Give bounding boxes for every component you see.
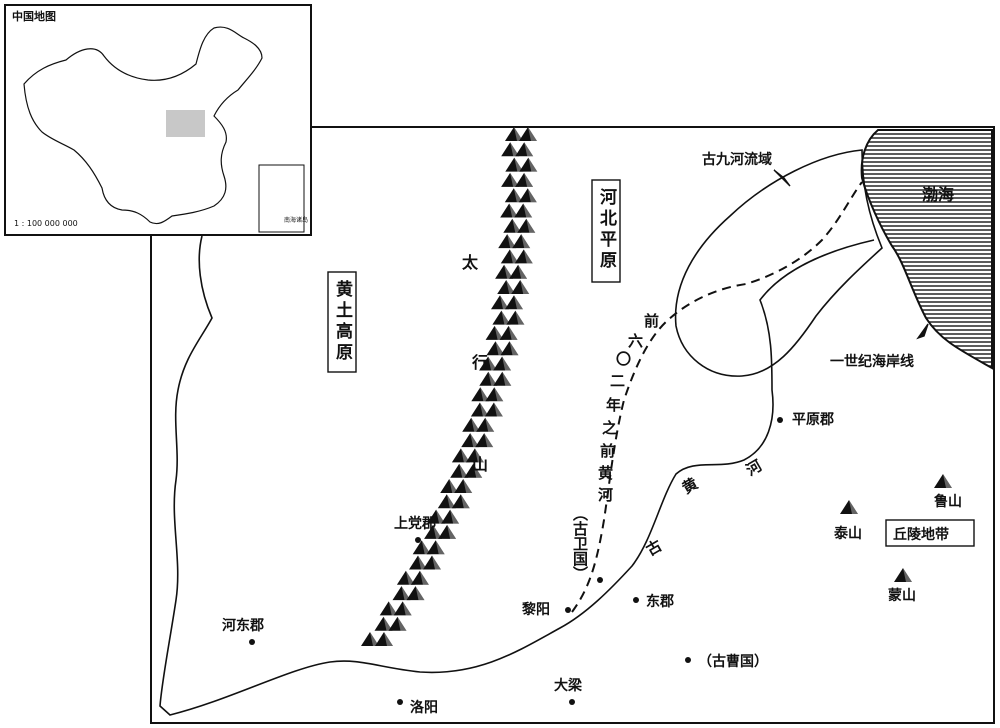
study-area-highlight [166, 110, 205, 137]
scs-label: 南海诸岛 [284, 216, 308, 224]
hill-zone-label: 丘陵地带 [893, 526, 949, 543]
pre602-char-4: 二 [610, 372, 625, 390]
taihang-char-3: 山 [472, 455, 488, 474]
shangdang-dot [415, 537, 421, 543]
pre602-char-3: 〇 [616, 350, 631, 368]
pre-602-yellow-river [571, 181, 863, 613]
luoyang-label: 洛阳 [410, 699, 438, 716]
jiuhe-label: 古九河流域 [702, 151, 772, 168]
pingyuan-dot [777, 417, 783, 423]
pingyuan-label: 平原郡 [792, 412, 834, 428]
pre602-char-9: 河 [598, 486, 613, 504]
guwei-label: （古卫国） [571, 506, 589, 581]
dongjun-label: 东郡 [646, 593, 674, 610]
dongjun-dot [633, 597, 639, 603]
pre602-char-8: 黄 [598, 464, 613, 482]
region-boundary [159, 235, 875, 716]
hedong-dot [249, 639, 255, 645]
inset-title: 中国地图 [12, 9, 56, 23]
pre602-char-1: 前 [644, 312, 659, 330]
pre602-char-7: 前 [600, 442, 615, 460]
taishan-label: 泰山 [833, 525, 862, 542]
pre602-char-6: 之 [602, 419, 617, 437]
taihang-char-2: 行 [471, 353, 488, 372]
taihang-char-1: 太 [461, 253, 479, 272]
gucao-label: （古曹国） [698, 653, 768, 670]
hebei-label-box [591, 179, 621, 283]
jiuhe-basin [674, 149, 883, 377]
pre602-char-2: 六 [628, 332, 643, 350]
bohai-label: 渤海 [922, 185, 954, 204]
guwei-dot [597, 577, 603, 583]
gucao-dot [685, 657, 691, 663]
coastline-pointer [916, 323, 929, 340]
bohai-sea [860, 129, 993, 370]
pre602-char-5: 年 [606, 396, 621, 414]
scs-inset-box [258, 164, 305, 233]
loess-label-box [327, 271, 357, 373]
luoyang-dot [397, 699, 403, 705]
daliang-label: 大梁 [554, 677, 583, 694]
liyang-label: 黎阳 [522, 601, 550, 618]
hebei-plain-label: 河北平原 [596, 188, 617, 272]
mengshan-label: 蒙山 [888, 587, 916, 604]
inset-scale: 1 : 100 000 000 [14, 219, 78, 228]
lushan-label: 鲁山 [933, 493, 962, 510]
hedong-label: 河东郡 [222, 617, 264, 634]
liyang-dot [565, 607, 571, 613]
china-outline [23, 26, 263, 225]
loess-plateau-label: 黄土高原 [332, 279, 353, 364]
coastline-label: 一世纪海岸线 [830, 353, 914, 370]
shangdang-label: 上党郡 [394, 515, 436, 532]
daliang-dot [569, 699, 575, 705]
jiuhe-pointer [773, 169, 791, 187]
hill-zone-box [885, 519, 975, 547]
